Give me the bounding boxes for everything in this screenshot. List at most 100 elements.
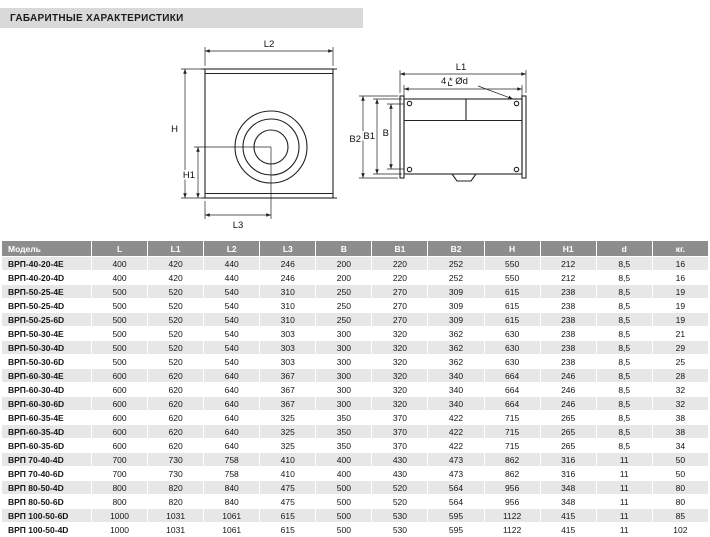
value-cell: 238 (539, 326, 597, 341)
value-cell: 309 (427, 298, 485, 313)
value-cell: 520 (147, 326, 205, 341)
value-cell: 270 (371, 312, 429, 327)
value-cell: 400 (90, 256, 149, 271)
value-cell: 540 (203, 340, 261, 355)
value-cell: 265 (539, 410, 597, 425)
dim-label-h: H (171, 124, 178, 135)
value-cell: 320 (371, 368, 429, 383)
value-cell: 325 (259, 424, 317, 439)
value-cell: 238 (539, 354, 597, 369)
value-cell: 550 (483, 270, 541, 285)
value-cell: 500 (90, 326, 149, 341)
value-cell: 715 (483, 424, 541, 439)
dim-label-b1: B1 (363, 131, 375, 142)
column-header: L (90, 240, 149, 257)
value-cell: 200 (315, 270, 373, 285)
value-cell: 1000 (90, 522, 149, 537)
value-cell: 370 (371, 410, 429, 425)
value-cell: 340 (427, 368, 485, 383)
value-cell: 370 (371, 424, 429, 439)
model-cell: ВРП-50-25-4D (1, 298, 92, 313)
value-cell: 300 (315, 326, 373, 341)
value-cell: 420 (147, 256, 205, 271)
value-cell: 595 (427, 508, 485, 523)
model-cell: ВРП 70-40-6D (1, 466, 92, 481)
value-cell: 367 (259, 396, 317, 411)
value-cell: 1031 (147, 522, 205, 537)
value-cell: 220 (371, 256, 429, 271)
value-cell: 530 (371, 522, 429, 537)
value-cell: 212 (539, 270, 597, 285)
value-cell: 309 (427, 312, 485, 327)
value-cell: 640 (203, 396, 261, 411)
value-cell: 500 (90, 284, 149, 299)
value-cell: 350 (315, 410, 373, 425)
value-cell: 520 (371, 480, 429, 495)
value-cell: 246 (259, 270, 317, 285)
column-header: L3 (259, 240, 317, 257)
value-cell: 615 (259, 508, 317, 523)
model-cell: ВРП 70-40-4D (1, 452, 92, 467)
model-cell: ВРП-60-35-4D (1, 424, 92, 439)
value-cell: 11 (595, 494, 653, 509)
value-cell: 265 (539, 438, 597, 453)
value-cell: 250 (315, 298, 373, 313)
bolt-hole-top-left (406, 100, 413, 107)
value-cell: 85 (651, 508, 710, 523)
model-cell: ВРП-50-30-4D (1, 340, 92, 355)
value-cell: 320 (371, 354, 429, 369)
value-cell: 8,5 (595, 382, 653, 397)
value-cell: 415 (539, 508, 597, 523)
value-cell: 615 (259, 522, 317, 537)
value-cell: 600 (90, 424, 149, 439)
model-cell: ВРП 100-50-6D (1, 508, 92, 523)
value-cell: 615 (483, 298, 541, 313)
model-cell: ВРП-60-30-6D (1, 396, 92, 411)
value-cell: 300 (315, 382, 373, 397)
value-cell: 11 (595, 480, 653, 495)
value-cell: 475 (259, 494, 317, 509)
value-cell: 820 (147, 480, 205, 495)
value-cell: 340 (427, 382, 485, 397)
value-cell: 340 (427, 396, 485, 411)
value-cell: 8,5 (595, 298, 653, 313)
value-cell: 320 (371, 396, 429, 411)
model-cell: ВРП-60-30-4E (1, 368, 92, 383)
value-cell: 564 (427, 480, 485, 495)
value-cell: 550 (483, 256, 541, 271)
value-cell: 400 (315, 452, 373, 467)
value-cell: 620 (147, 382, 205, 397)
dim-label-l1: L1 (456, 62, 467, 73)
value-cell: 38 (651, 424, 710, 439)
value-cell: 630 (483, 354, 541, 369)
value-cell: 238 (539, 298, 597, 313)
value-cell: 1000 (90, 508, 149, 523)
value-cell: 8,5 (595, 284, 653, 299)
value-cell: 500 (315, 480, 373, 495)
value-cell: 348 (539, 494, 597, 509)
bolt-hole-bottom-left (406, 166, 413, 173)
value-cell: 664 (483, 382, 541, 397)
value-cell: 21 (651, 326, 710, 341)
holes-leader-arrow (477, 85, 514, 100)
value-cell: 265 (539, 424, 597, 439)
value-cell: 8,5 (595, 424, 653, 439)
value-cell: 500 (90, 354, 149, 369)
value-cell: 325 (259, 410, 317, 425)
value-cell: 630 (483, 340, 541, 355)
front-casing-outline (204, 68, 334, 199)
value-cell: 8,5 (595, 396, 653, 411)
model-cell: ВРП-60-35-4E (1, 410, 92, 425)
model-cell: ВРП 80-50-4D (1, 480, 92, 495)
value-cell: 1122 (483, 522, 541, 537)
value-cell: 246 (539, 382, 597, 397)
value-cell: 1122 (483, 508, 541, 523)
model-cell: ВРП-40-20-4D (1, 270, 92, 285)
value-cell: 252 (427, 270, 485, 285)
